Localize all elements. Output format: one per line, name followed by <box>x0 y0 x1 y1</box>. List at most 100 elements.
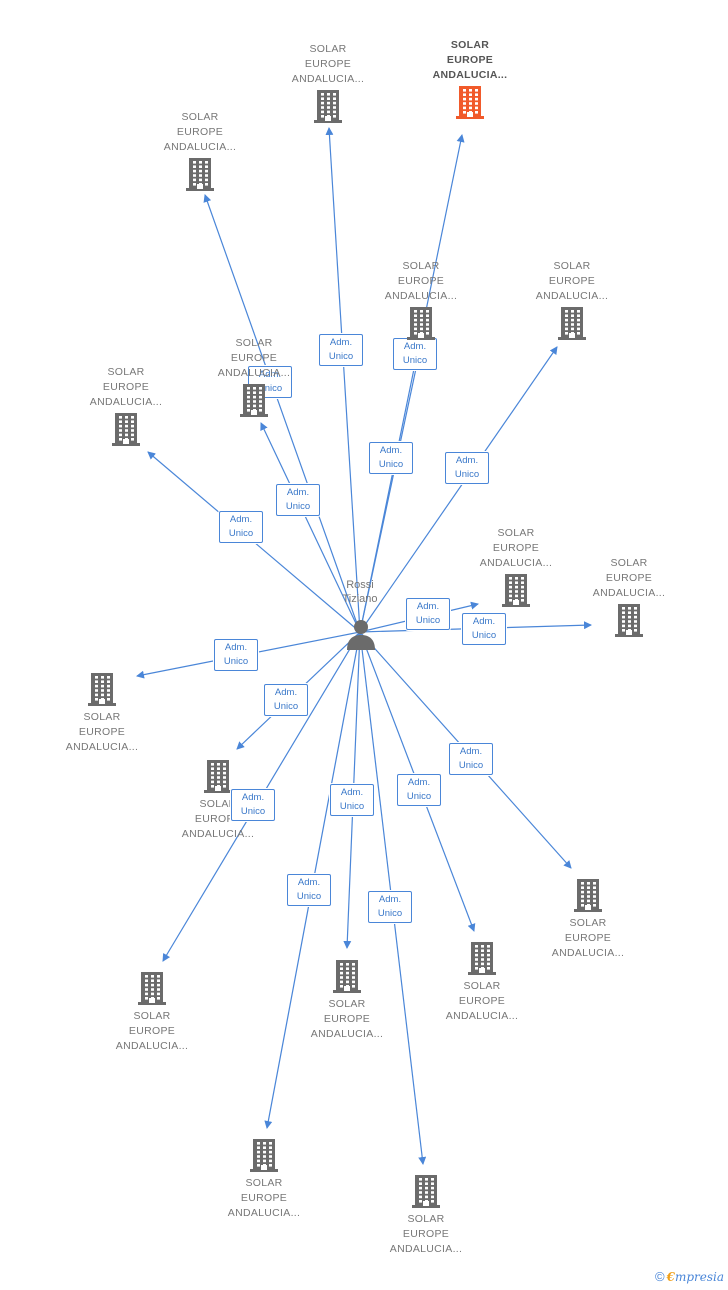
company-name-line: ANDALUCIA... <box>535 290 609 302</box>
company-name-line: EUROPE <box>605 572 653 584</box>
building-icon[interactable] <box>332 959 362 993</box>
role-label: Adm.Unico <box>369 442 413 474</box>
company-name-line: ANDALUCIA... <box>432 69 508 81</box>
role-label: Adm.Unico <box>462 613 506 645</box>
company-name-line: SOLAR <box>235 337 273 349</box>
company-name-line: ANDALUCIA... <box>227 1207 301 1219</box>
role-label: Adm.Unico <box>264 684 308 716</box>
company-name-line: EUROPE <box>397 275 445 287</box>
company-name-line: ANDALUCIA... <box>115 1040 189 1052</box>
building-icon[interactable] <box>203 759 233 793</box>
company-label[interactable]: SOLAR EUROPE ANDALUCIA... <box>415 38 525 83</box>
company-label[interactable]: SOLAR EUROPE ANDALUCIA... <box>209 1176 319 1221</box>
edge-line <box>359 346 558 633</box>
building-icon[interactable] <box>411 1174 441 1208</box>
building-icon[interactable] <box>614 603 644 637</box>
building-icon[interactable] <box>467 941 497 975</box>
company-label[interactable]: SOLAR EUROPE ANDALUCIA... <box>292 997 402 1042</box>
company-name-line: SOLAR <box>181 111 219 123</box>
footer-brand[interactable]: ©€mpresia <box>654 1269 724 1284</box>
person-icon[interactable] <box>345 618 377 650</box>
company-name-line: ANDALUCIA... <box>479 557 553 569</box>
company-name-line: ANDALUCIA... <box>384 290 458 302</box>
company-name-line: EUROPE <box>230 352 278 364</box>
company-name-line: EUROPE <box>446 54 494 66</box>
company-label[interactable]: SOLAR EUROPE ANDALUCIA... <box>47 710 157 755</box>
building-icon[interactable] <box>137 971 167 1005</box>
company-name-line: SOLAR <box>245 1177 283 1189</box>
company-name-line: EUROPE <box>458 995 506 1007</box>
role-label: Adm.Unico <box>406 598 450 630</box>
company-name-line: ANDALUCIA... <box>163 141 237 153</box>
building-icon[interactable] <box>87 672 117 706</box>
company-name-line: SOLAR <box>450 39 490 51</box>
company-label[interactable]: SOLAR EUROPE ANDALUCIA... <box>71 365 181 410</box>
company-label[interactable]: SOLAR EUROPE ANDALUCIA... <box>461 526 571 571</box>
role-label: Adm.Unico <box>445 452 489 484</box>
company-name-line: EUROPE <box>102 381 150 393</box>
company-name-line: SOLAR <box>463 980 501 992</box>
company-name-line: ANDALUCIA... <box>65 741 139 753</box>
company-name-line: SOLAR <box>610 557 648 569</box>
role-label: Adm.Unico <box>393 338 437 370</box>
role-label: Adm.Unico <box>219 511 263 543</box>
company-name-line: SOLAR <box>199 798 237 810</box>
role-label: Adm.Unico <box>287 874 331 906</box>
company-name-line: EUROPE <box>492 542 540 554</box>
company-name-line: SOLAR <box>107 366 145 378</box>
company-name-line: ANDALUCIA... <box>291 73 365 85</box>
company-name-line: ANDALUCIA... <box>592 587 666 599</box>
company-name-line: EUROPE <box>402 1228 450 1240</box>
company-name-line: ANDALUCIA... <box>389 1243 463 1255</box>
company-name-line: SOLAR <box>309 43 347 55</box>
building-icon-highlight[interactable] <box>455 85 485 119</box>
company-name-line: EUROPE <box>78 726 126 738</box>
company-label[interactable]: SOLAR EUROPE ANDALUCIA... <box>273 42 383 87</box>
role-label: Adm.Unico <box>214 639 258 671</box>
copyright-icon: © <box>654 1269 665 1284</box>
company-name-line: SOLAR <box>569 917 607 929</box>
company-name-line: EUROPE <box>128 1025 176 1037</box>
building-icon[interactable] <box>313 89 343 123</box>
building-icon[interactable] <box>573 878 603 912</box>
edge-line <box>260 422 361 633</box>
company-label[interactable]: SOLAR EUROPE ANDALUCIA... <box>427 979 537 1024</box>
company-name-line: EUROPE <box>548 275 596 287</box>
company-name-line: ANDALUCIA... <box>181 828 255 840</box>
building-icon[interactable] <box>501 573 531 607</box>
company-name-line: SOLAR <box>133 1010 171 1022</box>
building-icon[interactable] <box>185 157 215 191</box>
company-name-line: SOLAR <box>402 260 440 272</box>
company-name-line: SOLAR <box>328 998 366 1010</box>
building-icon[interactable] <box>557 306 587 340</box>
role-label: Adm.Unico <box>231 789 275 821</box>
company-name-line: SOLAR <box>83 711 121 723</box>
company-name-line: ANDALUCIA... <box>89 396 163 408</box>
building-icon[interactable] <box>406 306 436 340</box>
company-name-line: EUROPE <box>304 58 352 70</box>
company-label[interactable]: SOLAR EUROPE ANDALUCIA... <box>97 1009 207 1054</box>
building-icon[interactable] <box>249 1138 279 1172</box>
company-name-line: ANDALUCIA... <box>217 367 291 379</box>
company-label[interactable]: SOLAR EUROPE ANDALUCIA... <box>574 556 684 601</box>
edge-line <box>203 194 361 633</box>
company-name-line: ANDALUCIA... <box>551 947 625 959</box>
company-name-line: ANDALUCIA... <box>445 1010 519 1022</box>
role-label: Adm.Unico <box>449 743 493 775</box>
company-name-line: EUROPE <box>240 1192 288 1204</box>
role-label: Adm.Unico <box>330 784 374 816</box>
company-name-line: ANDALUCIA... <box>310 1028 384 1040</box>
building-icon[interactable] <box>239 383 269 417</box>
company-label[interactable]: SOLAR EUROPE ANDALUCIA... <box>199 336 309 381</box>
edge-line <box>359 344 424 633</box>
company-name-line: SOLAR <box>497 527 535 539</box>
building-icon[interactable] <box>111 412 141 446</box>
company-label[interactable]: SOLAR EUROPE ANDALUCIA... <box>366 259 476 304</box>
company-name-line: EUROPE <box>323 1013 371 1025</box>
